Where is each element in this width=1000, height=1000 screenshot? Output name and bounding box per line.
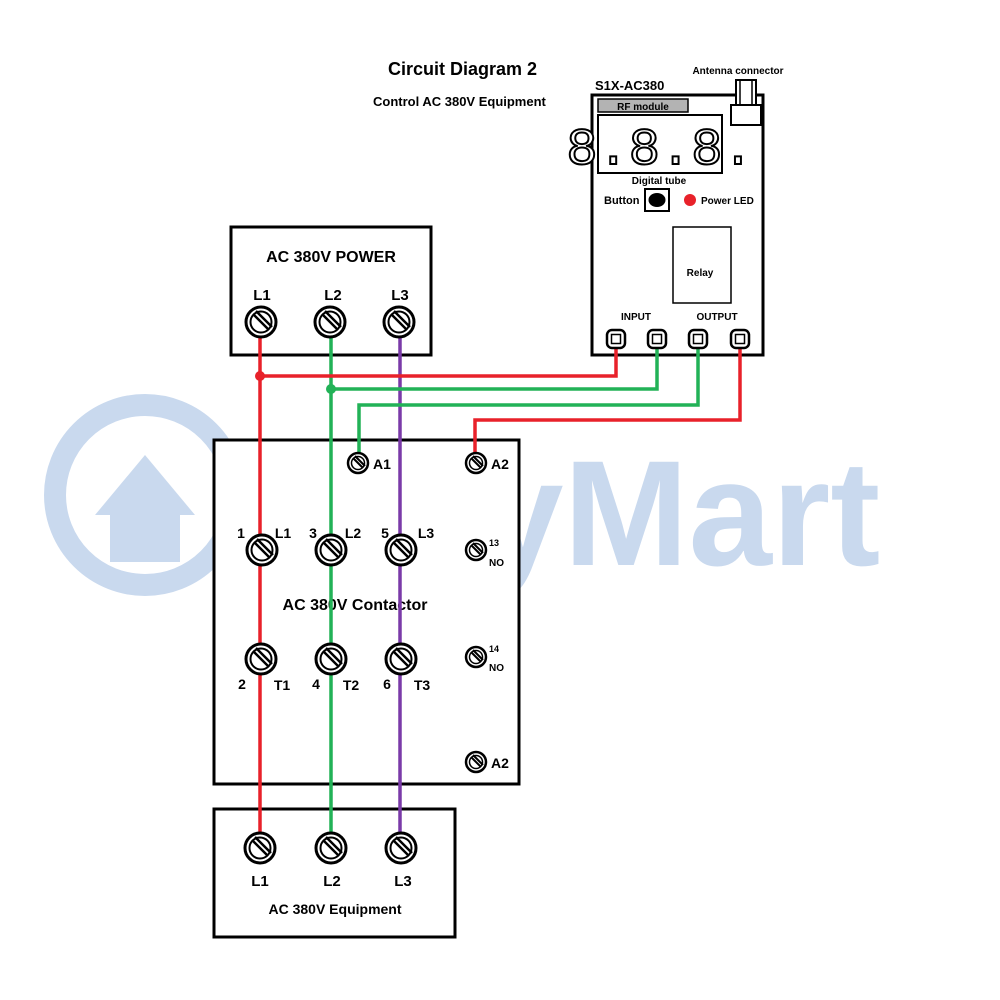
output-terminal-1 [687, 328, 709, 350]
antenna-connector [730, 79, 762, 126]
contactor-num-3: 3 [309, 525, 317, 541]
contactor-num-5: 5 [381, 525, 389, 541]
diagram-subtitle: Control AC 380V Equipment [373, 94, 547, 109]
coil-terminal-a2-bottom [464, 750, 488, 774]
aux-14-number: 14 [489, 644, 499, 654]
output-terminal-2 [729, 328, 751, 350]
diagram-title: Circuit Diagram 2 [388, 59, 537, 79]
wire-coil-a1 [357, 339, 700, 463]
power-led [684, 194, 696, 206]
equipment-label-l3: L3 [394, 873, 412, 890]
wires [255, 337, 742, 845]
power-box-title: AC 380V POWER [266, 249, 396, 266]
display-digits: 8.8.8. [566, 121, 753, 180]
relay-label: Relay [687, 268, 714, 279]
power-label-l1: L1 [253, 287, 271, 304]
aux-13-label: NO [489, 558, 504, 569]
contactor-label-t3: T3 [414, 677, 431, 693]
coil-label-a1: A1 [373, 456, 391, 472]
contactor-num-2: 2 [238, 676, 246, 692]
coil-label-a2-bottom: A2 [491, 755, 509, 771]
contactor-terminal-5 [384, 533, 418, 567]
button-label: Button [604, 195, 640, 207]
contactor-box [212, 438, 521, 786]
aux-terminal-14 [464, 645, 488, 669]
contactor-title: AC 380V Contactor [283, 597, 428, 614]
rf-module-label: RF module [617, 102, 669, 113]
power-label-l2: L2 [324, 287, 342, 304]
junction-l2 [326, 384, 336, 394]
equipment-label-l2: L2 [323, 873, 341, 890]
wire-input-live [260, 339, 618, 378]
aux-14-label: NO [489, 663, 504, 674]
wire-coil-a2 [473, 339, 742, 463]
digital-tube-label: Digital tube [632, 176, 687, 187]
contactor-num-4: 4 [312, 676, 320, 692]
contactor-terminal-1 [245, 533, 279, 567]
contactor-label-l2: L2 [345, 525, 362, 541]
wire-input-neutral [331, 339, 659, 391]
equipment-box [212, 807, 457, 939]
relay-box [672, 226, 732, 304]
aux-13-number: 13 [489, 538, 499, 548]
contactor-label-t2: T2 [343, 677, 360, 693]
equipment-terminal-l1 [243, 831, 277, 865]
power-terminal-l1 [244, 305, 278, 339]
button-cap [648, 193, 666, 207]
junction-l1 [255, 371, 265, 381]
antenna-label: Antenna connector [692, 66, 783, 77]
power-led-label: Power LED [701, 196, 754, 207]
aux-terminal-13 [464, 538, 488, 562]
power-terminal-l2 [313, 305, 347, 339]
contactor-num-1: 1 [237, 525, 245, 541]
equipment-label-l1: L1 [251, 873, 269, 890]
input-terminal-1 [605, 328, 627, 350]
coil-terminal-a1 [346, 451, 370, 475]
coil-label-a2: A2 [491, 456, 509, 472]
power-terminal-l3 [382, 305, 416, 339]
equipment-terminal-l3 [384, 831, 418, 865]
digital-tube-display [597, 114, 723, 174]
equipment-title: AC 380V Equipment [268, 901, 401, 917]
equipment-terminal-l2 [314, 831, 348, 865]
contactor-terminal-2 [244, 642, 278, 676]
rf-module-bar [597, 98, 689, 113]
contactor-terminal-3 [314, 533, 348, 567]
input-terminal-2 [646, 328, 668, 350]
contactor-num-6: 6 [383, 676, 391, 692]
contactor-terminal-4 [314, 642, 348, 676]
contactor-label-l1: L1 [275, 525, 292, 541]
input-label: INPUT [621, 312, 651, 323]
contactor-label-l3: L3 [418, 525, 435, 541]
contactor-terminal-6 [384, 642, 418, 676]
controller-model: S1X-AC380 [595, 78, 664, 93]
output-label: OUTPUT [696, 312, 737, 323]
coil-terminal-a2 [464, 451, 488, 475]
contactor-label-t1: T1 [274, 677, 291, 693]
controller-module: S1X-AC380 Antenna connector RF module 8.… [565, 66, 784, 357]
power-label-l3: L3 [391, 287, 409, 304]
